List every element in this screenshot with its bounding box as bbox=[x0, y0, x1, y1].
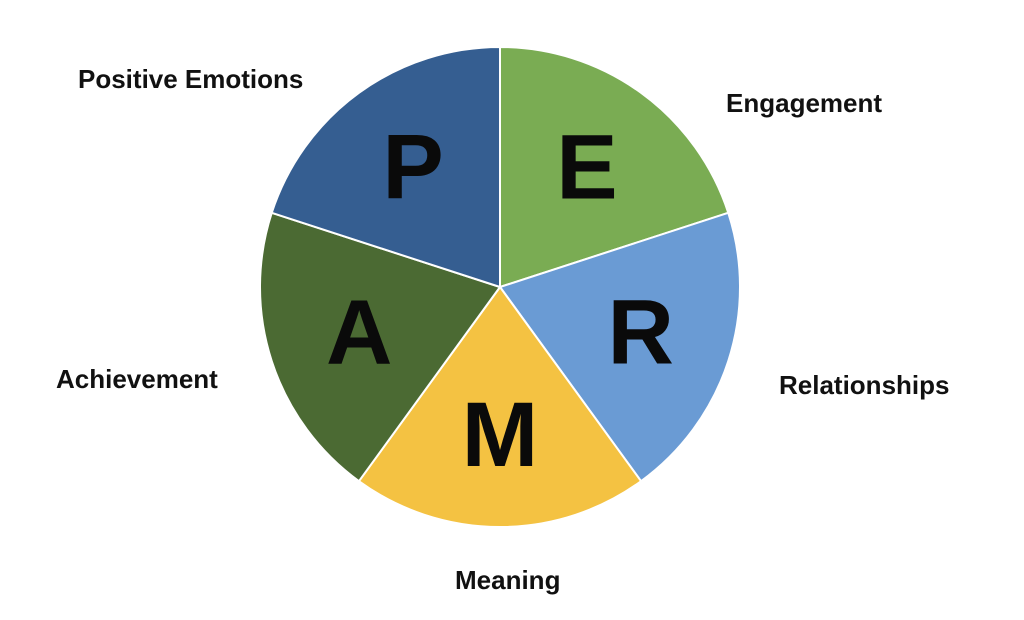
pie-slice-positive-emotions bbox=[270, 46, 501, 288]
label-engagement: Engagement bbox=[726, 88, 883, 118]
slice-letter-r: R bbox=[608, 282, 674, 384]
pie-slice-relationships bbox=[499, 211, 741, 483]
label-positive-emotions: Positive Emotions bbox=[78, 64, 304, 94]
label-achievement: Achievement bbox=[56, 364, 218, 394]
pie-slices bbox=[259, 46, 741, 528]
pie-slice-achievement bbox=[259, 211, 501, 483]
pie-slice-meaning bbox=[357, 286, 643, 528]
slice-letter-m: M bbox=[462, 384, 539, 486]
slice-letter-a: A bbox=[326, 282, 392, 384]
slice-letter-e: E bbox=[556, 116, 617, 218]
label-meaning: Meaning bbox=[455, 565, 561, 595]
label-relationships: Relationships bbox=[779, 370, 950, 400]
pie-slice-engagement bbox=[499, 46, 730, 288]
slice-letter-p: P bbox=[382, 116, 443, 218]
